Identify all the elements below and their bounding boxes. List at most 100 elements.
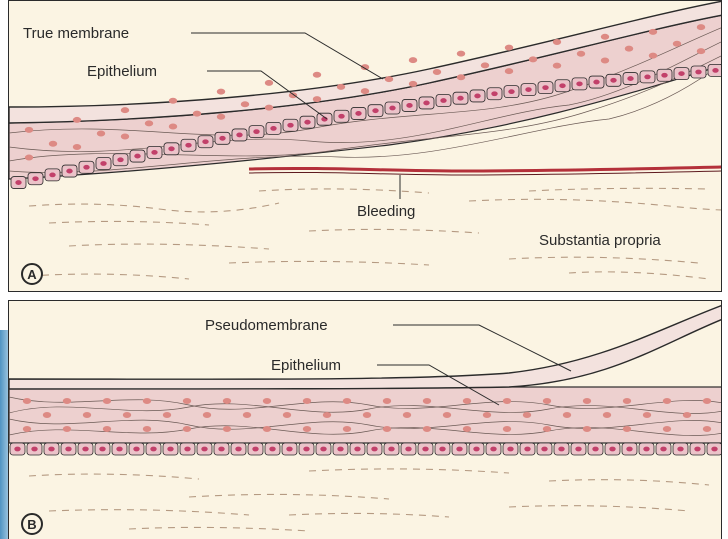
cell-nucleus [553, 39, 561, 45]
cell-nucleus [663, 398, 671, 404]
cell-nucleus [143, 398, 151, 404]
label-true-membrane: True membrane [23, 25, 129, 42]
basal-cell-nucleus [338, 114, 344, 119]
cell-nucleus [443, 412, 451, 418]
cell-nucleus [343, 426, 351, 432]
cell-nucleus [223, 398, 231, 404]
basal-cell-nucleus [575, 447, 581, 452]
cell-nucleus [243, 412, 251, 418]
basal-cell-nucleus [524, 447, 530, 452]
cell-nucleus [523, 412, 531, 418]
basal-cell-nucleus [661, 73, 667, 78]
cell-nucleus [145, 120, 153, 126]
basal-cell-nucleus [48, 447, 54, 452]
cell-nucleus [505, 68, 513, 74]
basal-cell-nucleus [440, 98, 446, 103]
basal-cell-nucleus [117, 157, 123, 162]
basal-cell-nucleus [270, 126, 276, 131]
basal-cell-nucleus [507, 447, 513, 452]
basal-cell-nucleus [15, 180, 21, 185]
cell-nucleus [433, 69, 441, 75]
basal-cell-nucleus [423, 101, 429, 106]
basal-cell-nucleus [201, 447, 207, 452]
cell-nucleus [25, 127, 33, 133]
cell-nucleus [553, 63, 561, 69]
cell-nucleus [49, 141, 57, 147]
cell-nucleus [121, 107, 129, 113]
cell-nucleus [625, 46, 633, 52]
basal-cell-nucleus [712, 68, 718, 73]
basal-cell-nucleus [252, 447, 258, 452]
basal-cell-nucleus [49, 172, 55, 177]
basal-cell-nucleus [490, 447, 496, 452]
basal-cell-nucleus [31, 447, 37, 452]
cell-nucleus [169, 123, 177, 129]
cell-nucleus [363, 412, 371, 418]
cell-nucleus [409, 57, 417, 63]
basal-cell-nucleus [236, 133, 242, 138]
label-pseudomembrane: Pseudomembrane [205, 317, 328, 334]
cell-nucleus [577, 51, 585, 57]
cell-nucleus [43, 412, 51, 418]
cell-nucleus [73, 117, 81, 123]
basal-cell-nucleus [100, 161, 106, 166]
cell-nucleus [697, 24, 705, 30]
cell-nucleus [463, 398, 471, 404]
basal-cell-nucleus [219, 136, 225, 141]
cell-nucleus [103, 398, 111, 404]
cell-nucleus [263, 398, 271, 404]
cell-nucleus [217, 89, 225, 95]
cell-nucleus [313, 72, 321, 78]
panel-b-pseudomembrane: Pseudomembrane Epithelium B [8, 300, 722, 539]
cell-nucleus [63, 426, 71, 432]
cell-nucleus [563, 412, 571, 418]
cell-nucleus [73, 144, 81, 150]
basal-cell-nucleus [372, 108, 378, 113]
cell-nucleus [583, 398, 591, 404]
cell-nucleus [313, 96, 321, 102]
basal-cell-nucleus [610, 78, 616, 83]
basal-cell-nucleus [456, 447, 462, 452]
cell-nucleus [383, 398, 391, 404]
basal-cell-nucleus [269, 447, 275, 452]
basal-cell-nucleus [711, 447, 717, 452]
cell-nucleus [263, 426, 271, 432]
basal-cell-nucleus [542, 85, 548, 90]
cell-nucleus [463, 426, 471, 432]
cell-nucleus [25, 155, 33, 161]
cell-nucleus [643, 412, 651, 418]
cell-nucleus [603, 412, 611, 418]
pseudomembrane-band [9, 305, 722, 389]
panel-a-badge: A [21, 263, 43, 285]
cell-nucleus [323, 412, 331, 418]
basal-cell-nucleus [66, 169, 72, 174]
cell-nucleus [265, 105, 273, 111]
cell-nucleus [623, 398, 631, 404]
basal-cell-nucleus [82, 447, 88, 452]
basal-cell-nucleus [644, 74, 650, 79]
basal-cell-nucleus [337, 447, 343, 452]
cell-nucleus [265, 80, 273, 86]
cell-nucleus [223, 426, 231, 432]
cell-nucleus [169, 98, 177, 104]
leader-pseudomembrane [393, 325, 571, 371]
cell-nucleus [283, 412, 291, 418]
basal-cell-nucleus [168, 146, 174, 151]
basal-cell-row [10, 443, 722, 455]
cell-nucleus [361, 88, 369, 94]
cell-nucleus [163, 412, 171, 418]
basal-cell-nucleus [320, 447, 326, 452]
basal-cell-nucleus [218, 447, 224, 452]
cell-nucleus [23, 398, 31, 404]
label-substantia-propria: Substantia propria [539, 232, 661, 249]
basal-cell-nucleus [677, 447, 683, 452]
basal-cell-nucleus [593, 80, 599, 85]
cell-nucleus [601, 57, 609, 63]
cell-nucleus [303, 398, 311, 404]
basal-cell-nucleus [694, 447, 700, 452]
label-bleeding: Bleeding [357, 203, 415, 220]
basal-cell-nucleus [626, 447, 632, 452]
basal-cell-nucleus [609, 447, 615, 452]
cell-nucleus [503, 398, 511, 404]
cell-nucleus [121, 134, 129, 140]
